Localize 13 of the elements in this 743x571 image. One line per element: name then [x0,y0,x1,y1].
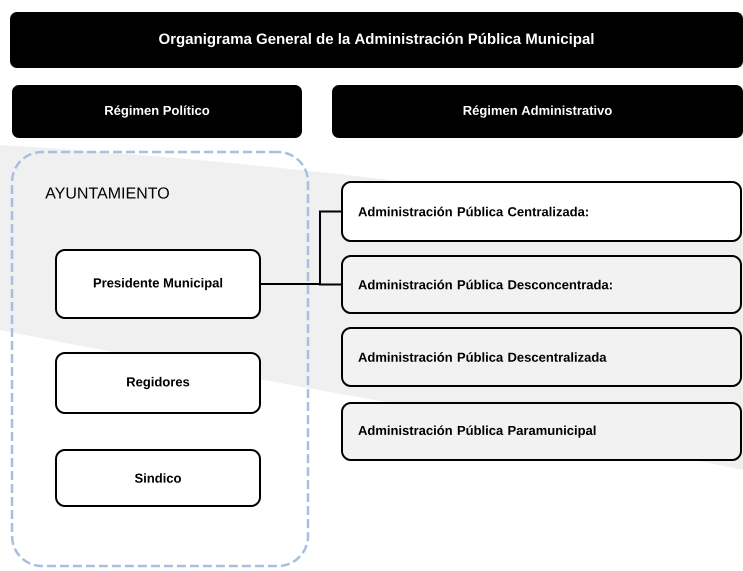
group-heading: AYUNTAMIENTO [45,187,169,199]
org-box: Administración Pública Desconcentrada: [341,255,742,314]
connector-line [261,283,341,286]
org-box: Regidores [55,352,261,414]
header-bar: Régimen Político [12,85,302,138]
org-box: Administración Pública Descentralizada [341,327,742,387]
header-bar: Régimen Administrativo [332,85,743,138]
org-box: Administración Pública Paramunicipal [341,402,742,461]
org-box: Sindico [55,449,261,507]
header-bar: Organigrama General de la Administración Pública Municipal [10,12,743,68]
org-box: Presidente Municipal [55,249,261,319]
org-box: Administración Pública Centralizada: [341,181,742,242]
dashed-group-box [10,150,310,568]
